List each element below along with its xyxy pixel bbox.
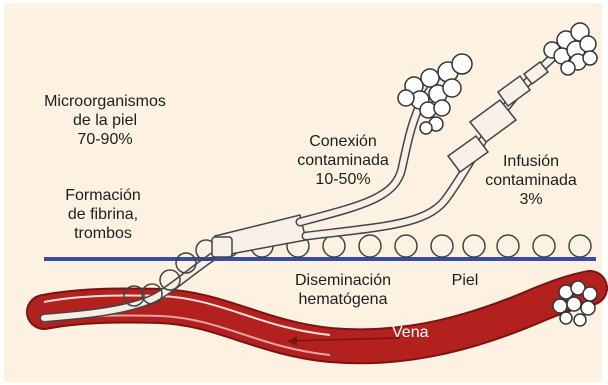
microorganism-cluster-infusion [544, 23, 597, 75]
label-hematogenous-spread: Diseminación hematógena [278, 271, 408, 309]
label-contaminated-infusion: Infusión contaminada 3% [466, 152, 596, 209]
label-contaminated-connection: Conexión contaminada 10-50% [278, 132, 408, 189]
label-skin-microorganisms: Microorganismos de la piel 70-90% [30, 92, 180, 149]
label-fibrin-formation: Formación de fibrina, trombos [38, 186, 168, 243]
microorganism-cluster-vein [553, 281, 597, 326]
catheter-hub [212, 215, 306, 257]
label-skin: Piel [440, 271, 490, 290]
label-vein: Vena [392, 324, 428, 342]
